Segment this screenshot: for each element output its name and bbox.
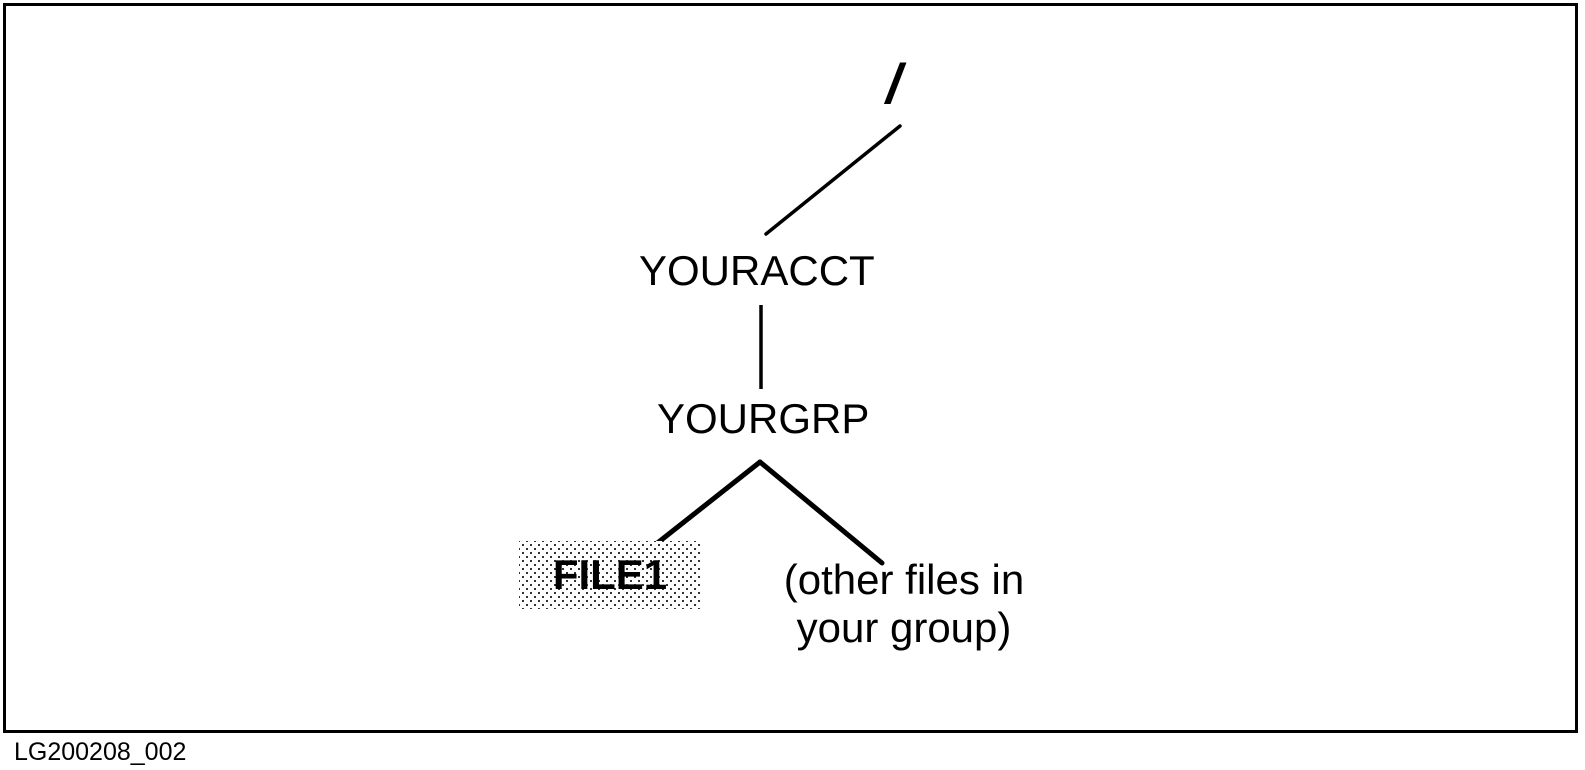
figure-id-caption: LG200208_002 — [14, 738, 187, 766]
other-files-caption: (other files in your group) — [756, 556, 1052, 652]
other-files-caption-line2: your group) — [796, 604, 1012, 651]
file1-label: FILE1 — [552, 551, 668, 598]
other-files-caption-line1: (other files in — [783, 556, 1025, 603]
file1-highlight-box: FILE1 — [519, 541, 701, 609]
group-directory-label: YOURGRP — [657, 395, 870, 442]
account-directory-label: YOURACCT — [639, 247, 875, 294]
root-directory-label: / — [886, 52, 902, 115]
